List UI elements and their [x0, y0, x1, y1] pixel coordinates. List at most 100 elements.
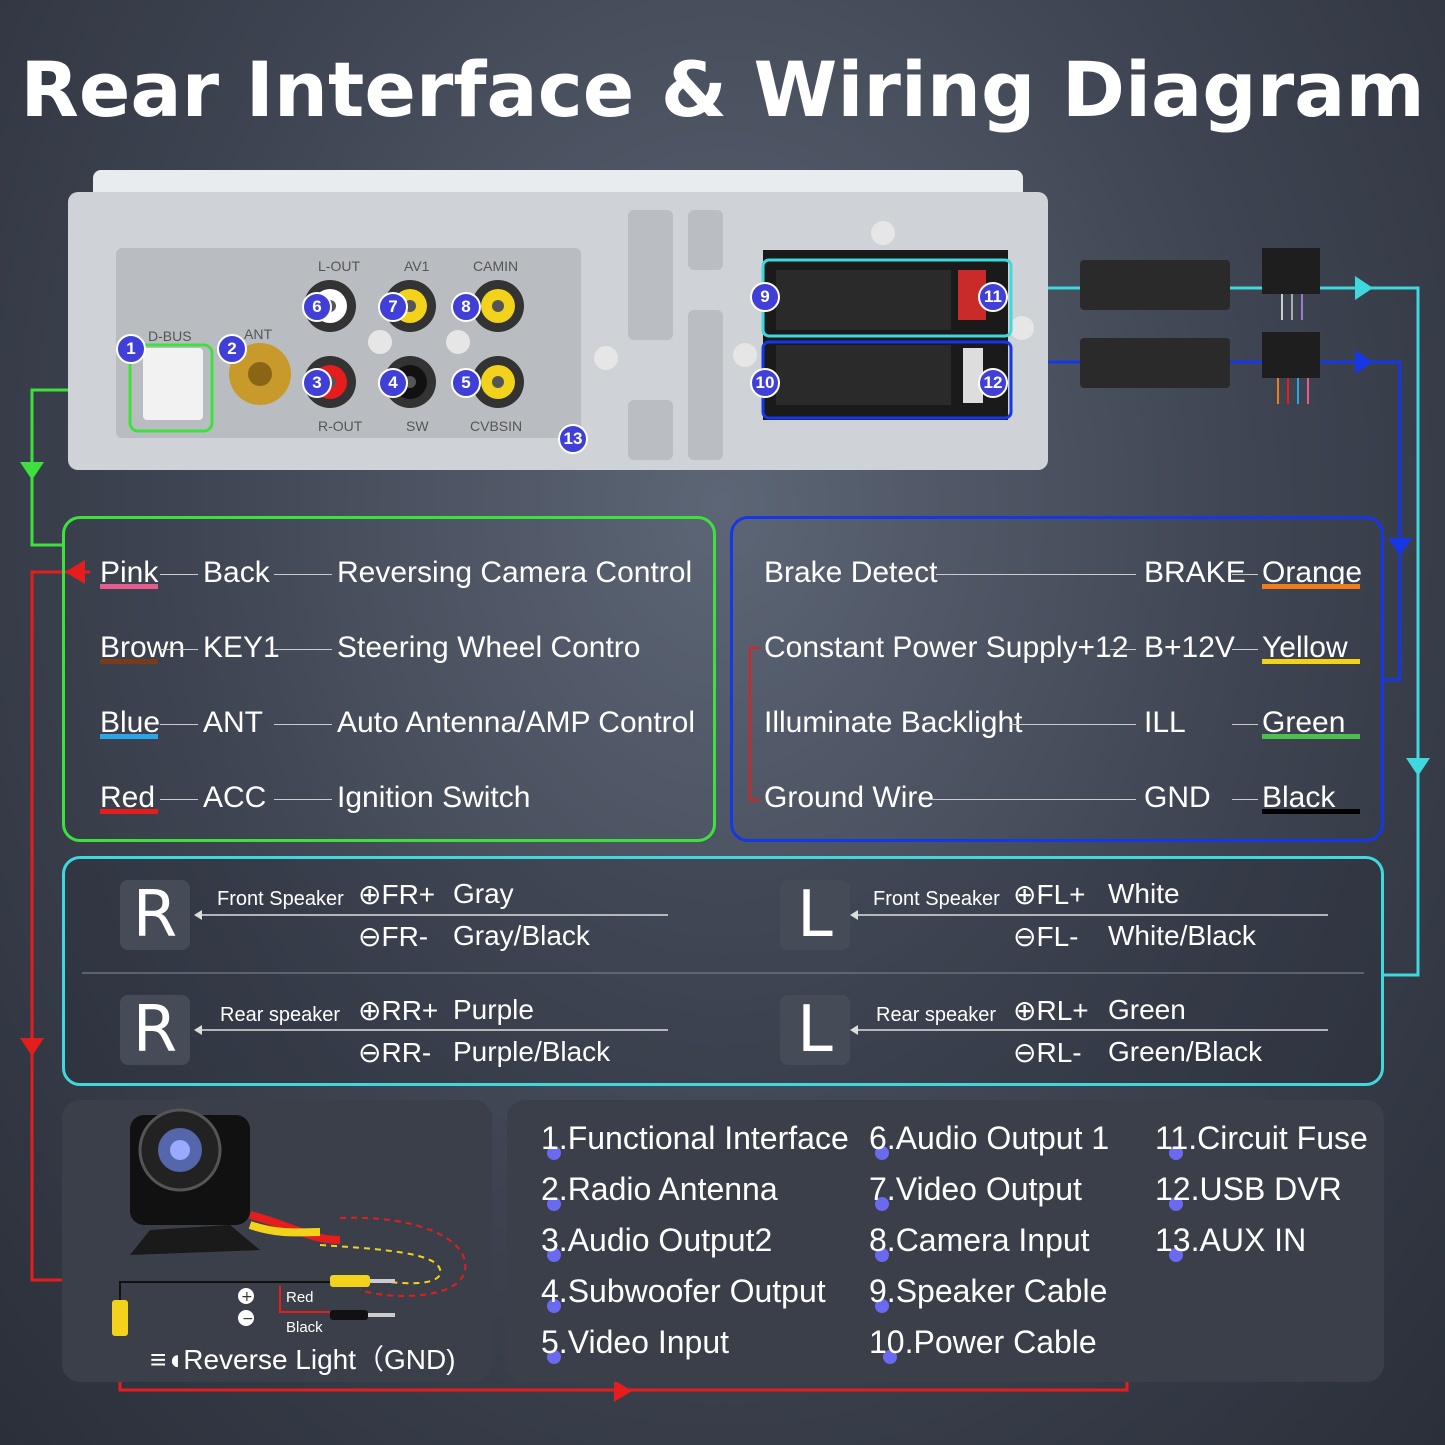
wire-color-swatch [100, 734, 158, 739]
wire-code: ANT [203, 706, 263, 739]
marker-3: 3 [302, 368, 332, 398]
wire-function: Reversing Camera Control [337, 556, 693, 589]
connector-line [160, 799, 198, 800]
red-wire-label: Red [286, 1289, 314, 1306]
legend-bullet [547, 1248, 561, 1262]
wire-function: Illuminate Backlight [764, 706, 1023, 739]
black-wire-label: Black [286, 1319, 323, 1336]
wire-color: Gray [453, 878, 514, 909]
wire-color-swatch [1262, 734, 1360, 739]
marker-2: 2 [217, 334, 247, 364]
wire-function: Steering Wheel Contro [337, 631, 641, 664]
terminal-label: RL+ [1036, 995, 1089, 1026]
wire-code: KEY1 [203, 631, 280, 664]
port-label-sw: SW [406, 418, 429, 434]
legend-bullet [547, 1350, 561, 1364]
connector-line [928, 799, 1136, 800]
wire-color-name: Blue [100, 706, 161, 739]
marker-11: 11 [978, 282, 1008, 312]
wire-color-name: Pink [100, 556, 159, 589]
wire-function: Constant Power Supply+12 [764, 631, 1129, 664]
wire-color-name: Green [1262, 706, 1346, 739]
wire-color-name: Yellow [1262, 631, 1348, 664]
legend-item: 4.Subwoofer Output [541, 1273, 826, 1309]
port-label-av1: AV1 [404, 258, 430, 274]
legend-bullet [875, 1299, 889, 1313]
speaker-label: Front Speaker [873, 888, 1000, 910]
plus-terminal: ⊕RL+ [1013, 995, 1089, 1026]
legend-bullet [1169, 1197, 1183, 1211]
wire-color: Green [1108, 994, 1186, 1025]
wire-color-name: Orange [1262, 556, 1363, 589]
plus-terminal: ⊕FL+ [1013, 879, 1086, 910]
wire-function: Ignition Switch [337, 781, 531, 814]
connector-line [160, 574, 198, 575]
marker-10: 10 [750, 368, 780, 398]
marker-9: 9 [750, 282, 780, 312]
connector-line [1232, 574, 1258, 575]
terminal-label: RR- [381, 1037, 432, 1068]
wire-code: ILL [1144, 706, 1186, 739]
legend-item: 13.AUX IN [1155, 1222, 1307, 1258]
marker-4: 4 [378, 368, 408, 398]
legend-item: 8.Camera Input [869, 1222, 1090, 1258]
wire-function: Auto Antenna/AMP Control [337, 706, 696, 739]
wire-color: Purple/Black [453, 1036, 611, 1067]
legend-item: 1.Functional Interface [541, 1120, 849, 1156]
legend-item: 6.Audio Output 1 [869, 1120, 1110, 1156]
legend-item: 2.Radio Antenna [541, 1171, 778, 1207]
green-wire-panel [62, 516, 716, 842]
legend-item: 3.Audio Output2 [541, 1222, 773, 1258]
wire-color-swatch [100, 809, 158, 814]
port-label-camin: CAMIN [473, 258, 519, 274]
reverse-light-text: Reverse Light（GND) [183, 1344, 456, 1375]
port-label-cvbsin: CVBSIN [470, 418, 523, 434]
minus-terminal: ⊖FL- [1013, 921, 1079, 952]
legend-item: 11.Circuit Fuse [1155, 1120, 1368, 1156]
wire-color: White [1108, 878, 1180, 909]
legend-bullet [883, 1350, 897, 1364]
terminal-label: FR- [381, 921, 429, 952]
connector-line [1232, 799, 1258, 800]
port-label-dbus: D-BUS [148, 328, 192, 344]
connector-line [1232, 724, 1258, 725]
wire-color-swatch [1262, 584, 1360, 589]
terminal-label: RL- [1036, 1037, 1082, 1068]
terminal-label: FL- [1036, 921, 1079, 952]
port-label-rout: R-OUT [318, 418, 363, 434]
speaker-side-badge: L [780, 995, 850, 1065]
connector-line [936, 574, 1136, 575]
wire-color-swatch [100, 584, 158, 589]
legend-bullet [1169, 1146, 1183, 1160]
wire-color-name: Black [1262, 781, 1336, 814]
port-label-lout: L-OUT [318, 258, 360, 274]
speaker-wire-panel [62, 856, 1384, 1086]
speaker-label: Rear speaker [220, 1004, 341, 1026]
headlight-icon: ≡◖ [150, 1344, 184, 1375]
speaker-side-badge: L [780, 880, 850, 950]
legend-item: 5.Video Input [541, 1324, 730, 1360]
speaker-label: Rear speaker [876, 1004, 997, 1026]
speaker-label: Front Speaker [217, 888, 344, 910]
blue-wire-panel [730, 516, 1384, 842]
plus-terminal: ⊕RR+ [358, 995, 439, 1026]
wire-code: GND [1144, 781, 1211, 814]
legend-bullet [1169, 1248, 1183, 1262]
speaker-side-badge: R [120, 880, 190, 950]
wire-code: BRAKE [1144, 556, 1246, 589]
speaker-side-badge: R [120, 995, 190, 1065]
wire-code: ACC [203, 781, 267, 814]
wire-color: Purple [453, 994, 534, 1025]
wire-code: Back [203, 556, 270, 589]
legend-panel [507, 1100, 1384, 1382]
wire-color-name: Red [100, 781, 156, 814]
connector-line [1232, 649, 1258, 650]
wire-color-name: Brown [100, 631, 186, 664]
minus-terminal: ⊖FR- [358, 921, 429, 952]
marker-13: 13 [558, 424, 588, 454]
marker-5: 5 [451, 368, 481, 398]
wire-function: Brake Detect [764, 556, 938, 589]
legend-bullet [547, 1197, 561, 1211]
reverse-light-label: ≡◖Reverse Light（GND) [150, 1338, 456, 1378]
